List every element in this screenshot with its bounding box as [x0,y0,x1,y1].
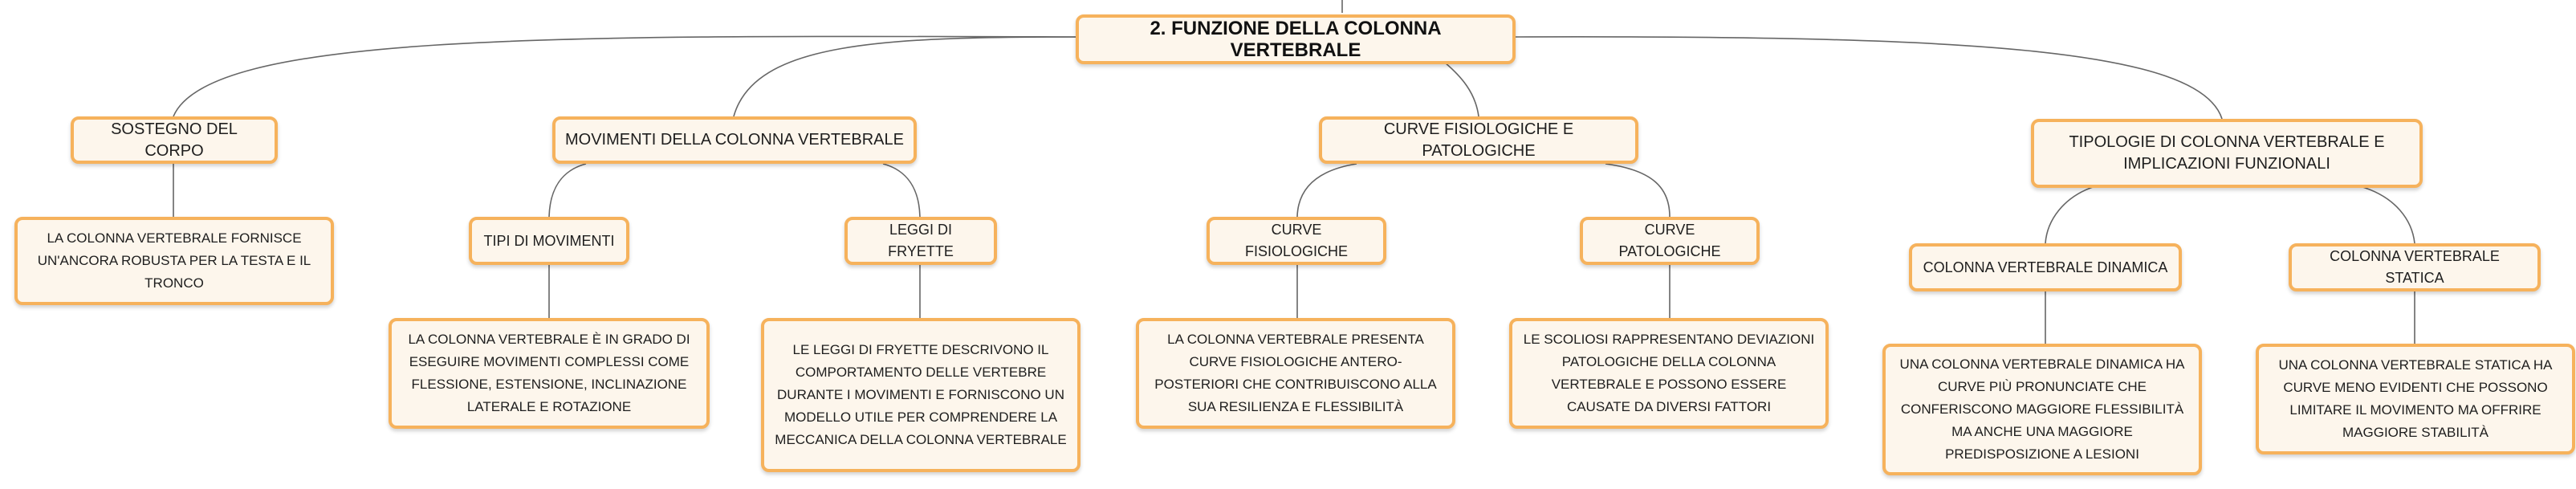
leaf-curve-fisiologiche[interactable]: LA COLONNA VERTEBRALE PRESENTA CURVE FIS… [1136,318,1455,429]
leaf-colonna-dinamica[interactable]: UNA COLONNA VERTEBRALE DINAMICA HA CURVE… [1882,344,2202,475]
connector-root-curve [1444,62,1479,117]
topic-tipologie[interactable]: TIPOLOGIE DI COLONNA VERTEBRALE E IMPLIC… [2031,119,2423,188]
connector-tipologie-dinamica [2045,185,2096,244]
topic-movimenti[interactable]: MOVIMENTI DELLA COLONNA VERTEBRALE [552,116,917,164]
subtopic-leggi-di-fryette[interactable]: LEGGI DI FRYETTE [844,217,997,265]
connector-movimenti-fryette [882,163,921,218]
connector-tipologie-statica [2359,185,2415,244]
subtopic-tipi-di-movimenti[interactable]: TIPI DI MOVIMENTI [469,217,629,265]
leaf-leggi-di-fryette[interactable]: LE LEGGI DI FRYETTE DESCRIVONO IL COMPOR… [761,318,1080,472]
subtopic-curve-fisiologiche[interactable]: CURVE FISIOLOGICHE [1207,217,1386,265]
leaf-sostegno[interactable]: LA COLONNA VERTEBRALE FORNISCE UN'ANCORA… [14,217,334,305]
leaf-curve-patologiche[interactable]: LE SCOLIOSI RAPPRESENTANO DEVIAZIONI PAT… [1509,318,1829,429]
leaf-tipi-di-movimenti[interactable]: LA COLONNA VERTEBRALE È IN GRADO DI ESEG… [389,318,710,429]
subtopic-curve-patologiche[interactable]: CURVE PATOLOGICHE [1580,217,1760,265]
connector-root-movimenti [733,36,1080,117]
connector-curve-fisio [1296,163,1357,218]
topic-sostegno-del-corpo[interactable]: SOSTEGNO DEL CORPO [71,116,278,164]
connector-root-tipologie [1512,36,2223,120]
subtopic-colonna-statica[interactable]: COLONNA VERTEBRALE STATICA [2289,243,2541,291]
root-topic[interactable]: 2. FUNZIONE DELLA COLONNA VERTEBRALE [1076,14,1516,64]
connector-movimenti-tipi [548,163,587,218]
leaf-colonna-statica[interactable]: UNA COLONNA VERTEBRALE STATICA HA CURVE … [2256,344,2575,454]
connector-root-sostegno [173,35,1080,117]
connector-curve-pato [1605,163,1671,218]
topic-curve[interactable]: CURVE FISIOLOGICHE E PATOLOGICHE [1319,116,1638,164]
subtopic-colonna-dinamica[interactable]: COLONNA VERTEBRALE DINAMICA [1909,243,2182,291]
